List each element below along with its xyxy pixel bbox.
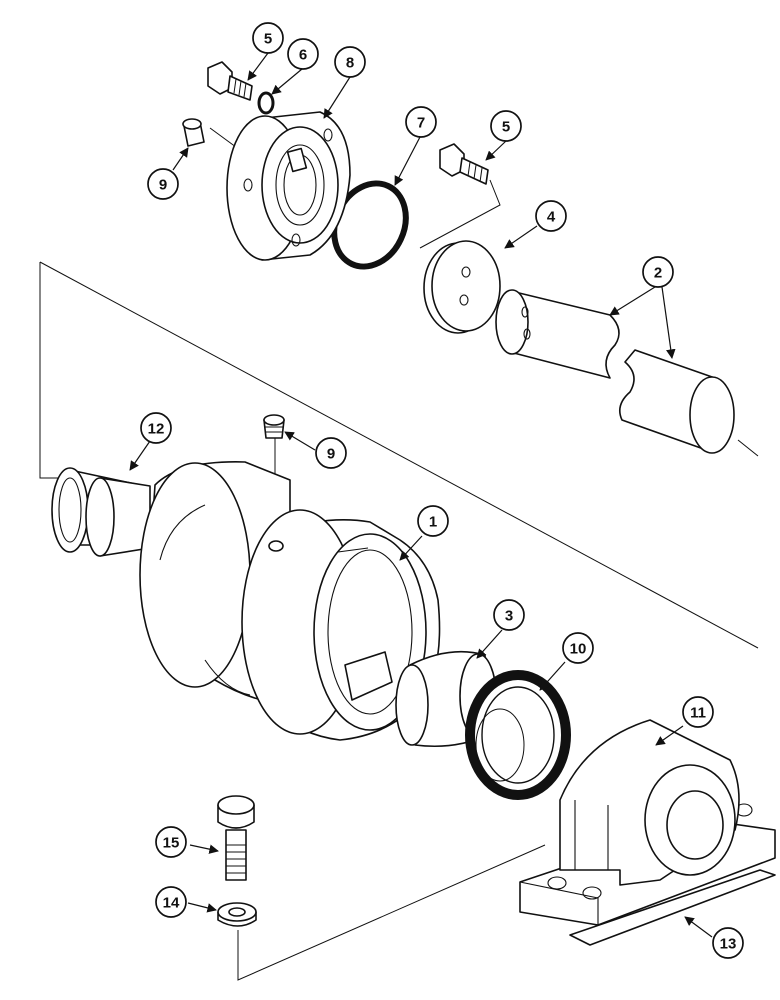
callout-7: 7 xyxy=(405,106,437,138)
callout-6-label: 6 xyxy=(299,47,307,64)
callout-9a: 9 xyxy=(147,168,179,200)
plug xyxy=(182,118,205,147)
callout-13-label: 13 xyxy=(720,936,737,953)
callout-9a-label: 9 xyxy=(159,177,167,194)
plug-2 xyxy=(263,414,285,439)
bolt xyxy=(207,61,253,101)
callout-7-label: 7 xyxy=(417,115,425,132)
callout-5a-label: 5 xyxy=(264,31,272,48)
callout-12-label: 12 xyxy=(148,421,165,438)
callout-10-label: 10 xyxy=(570,641,587,658)
callout-2-label: 2 xyxy=(654,265,662,282)
callout-12: 12 xyxy=(140,412,172,444)
callout-11-label: 11 xyxy=(690,705,706,722)
cap-screw xyxy=(217,795,255,881)
callout-15: 15 xyxy=(155,826,187,858)
callout-1-label: 1 xyxy=(429,514,437,531)
callout-14-label: 14 xyxy=(163,895,180,912)
callout-2: 2 xyxy=(642,256,674,288)
callout-3-label: 3 xyxy=(505,608,513,625)
callout-8-label: 8 xyxy=(346,55,354,72)
callout-1: 1 xyxy=(417,505,449,537)
callout-leaders xyxy=(129,52,713,938)
callout-9b-label: 9 xyxy=(327,446,335,463)
shaft-plate xyxy=(423,240,501,334)
callout-15-label: 15 xyxy=(163,835,180,852)
support-bracket xyxy=(559,719,740,886)
callout-5b-label: 5 xyxy=(502,119,510,136)
callout-6: 6 xyxy=(287,38,319,70)
callout-11: 11 xyxy=(682,696,714,728)
callout-5b: 5 xyxy=(490,110,522,142)
bolt-2 xyxy=(439,143,489,185)
callout-3: 3 xyxy=(493,599,525,631)
lock-washer xyxy=(257,91,275,115)
roller-body xyxy=(139,461,441,741)
callout-14: 14 xyxy=(155,886,187,918)
callout-9b: 9 xyxy=(315,437,347,469)
seal xyxy=(465,670,571,800)
end-collar xyxy=(51,467,151,557)
callout-4: 4 xyxy=(535,200,567,232)
callout-8: 8 xyxy=(334,46,366,78)
callout-13: 13 xyxy=(712,927,744,959)
end-cap xyxy=(226,111,351,261)
callout-10: 10 xyxy=(562,632,594,664)
callout-4-label: 4 xyxy=(547,209,556,226)
shaft xyxy=(495,289,735,454)
callout-5a: 5 xyxy=(252,22,284,54)
washer xyxy=(217,902,257,927)
